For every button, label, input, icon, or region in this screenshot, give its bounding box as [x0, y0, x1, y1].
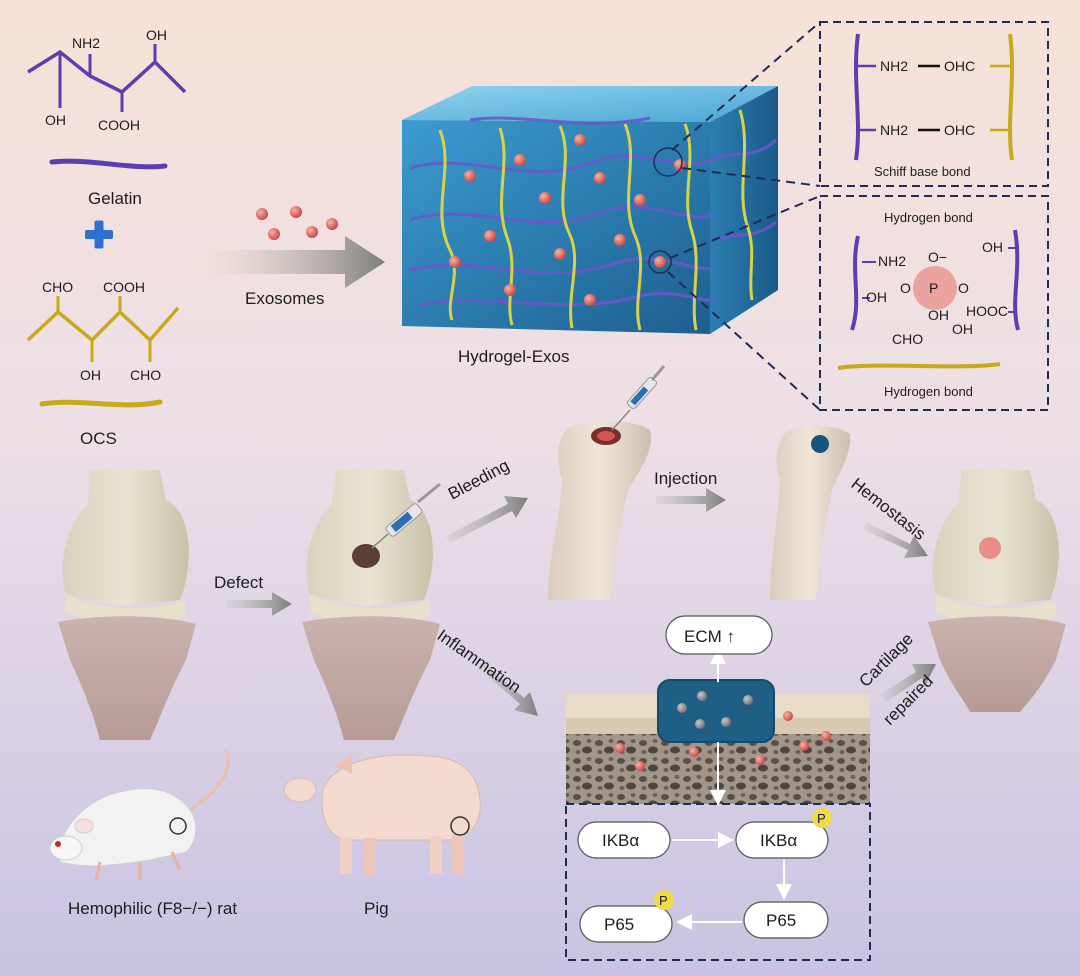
gelatin-group-oh-top: OH [146, 27, 167, 43]
knee-repaired-icon [928, 470, 1066, 712]
rat-icon [49, 749, 230, 881]
gelatin-structure: NH2 OH OH COOH Gelatin [27, 27, 187, 208]
pathway-box: IKBα IKBα P65 P65 P P [565, 803, 871, 961]
exosomes-label: Exosomes [245, 289, 324, 308]
hbond-oh-lower: OH [952, 321, 973, 337]
ocs-label: OCS [80, 429, 117, 448]
schiff-nh2-top: NH2 [880, 58, 908, 74]
phosphate-o-left: O [900, 280, 911, 296]
gelatin-group-oh-bottom: OH [45, 112, 66, 128]
pig-icon [283, 752, 481, 876]
hydrogen-bond-title-top: Hydrogen bond [884, 210, 973, 225]
ocs-group-oh: OH [80, 367, 101, 383]
exosome-particles [256, 206, 338, 240]
defect-label: Defect [214, 573, 263, 592]
knee-healthy-icon [58, 470, 196, 740]
hbond-oh-right: OH [982, 239, 1003, 255]
phosphate-o-right: O [958, 280, 969, 296]
hbond-oh-left: OH [866, 289, 887, 305]
schiff-nh2-bottom: NH2 [880, 122, 908, 138]
syringe-icon-defect [371, 482, 441, 549]
ocs-chain-icon [39, 399, 163, 408]
gelatin-chain-icon [49, 158, 168, 170]
hydrogen-bond-box: Hydrogen bond P O− O O OH NH2 OH OH HOOC… [819, 195, 1049, 411]
schiff-ohc-bottom: OHC [944, 122, 975, 138]
phosphate-center: P [929, 280, 938, 296]
rat-label: Hemophilic (F8−/−) rat [68, 899, 237, 918]
phospho-badge-p65: P [659, 893, 668, 908]
gelatin-label: Gelatin [88, 189, 142, 208]
gelatin-group-nh2: NH2 [72, 35, 100, 51]
ikba-node: IKBα [602, 831, 639, 850]
hydrogel-cube [402, 86, 778, 334]
hbond-hooc: HOOC [966, 303, 1008, 319]
injection-label: Injection [654, 469, 717, 488]
phospho-badge-ikba: P [817, 811, 826, 826]
ecm-pill [665, 615, 773, 655]
hydrogen-bond-title-bottom: Hydrogen bond [884, 384, 973, 399]
cartilage-section [566, 648, 870, 806]
schiff-base-box: NH2 OHC NH2 OHC Schiff base bond [819, 21, 1049, 187]
schiff-base-title: Schiff base bond [874, 164, 971, 179]
plus-icon [85, 220, 113, 249]
p65-right-node: P65 [766, 911, 796, 930]
ocs-group-cho-top: CHO [42, 279, 73, 295]
process-arrows [226, 488, 936, 716]
p65-left-node: P65 [604, 915, 634, 934]
phosphate-o-minus: O− [928, 249, 947, 265]
hbond-nh2: NH2 [878, 253, 906, 269]
bone-injected-icon [770, 426, 851, 600]
ocs-group-cooh: COOH [103, 279, 145, 295]
phosphate-oh-bottom: OH [928, 307, 949, 323]
schiff-ohc-top: OHC [944, 58, 975, 74]
gelatin-group-cooh: COOH [98, 117, 140, 133]
hbond-cho: CHO [892, 331, 923, 347]
ikba-phospho-node: IKBα [760, 831, 797, 850]
exosome-arrow-icon [200, 236, 385, 288]
ocs-structure: CHO COOH OH CHO OCS [26, 279, 180, 448]
hydrogel-label: Hydrogel-Exos [458, 347, 570, 366]
pig-label: Pig [364, 899, 389, 918]
hydrogel-exosome-particles [449, 134, 686, 306]
ecm-label: ECM ↑ [684, 627, 735, 646]
bone-bleeding-icon [548, 365, 666, 600]
zoom-lines [667, 21, 821, 411]
ocs-group-cho-bottom: CHO [130, 367, 161, 383]
knee-defect-icon [302, 470, 440, 740]
